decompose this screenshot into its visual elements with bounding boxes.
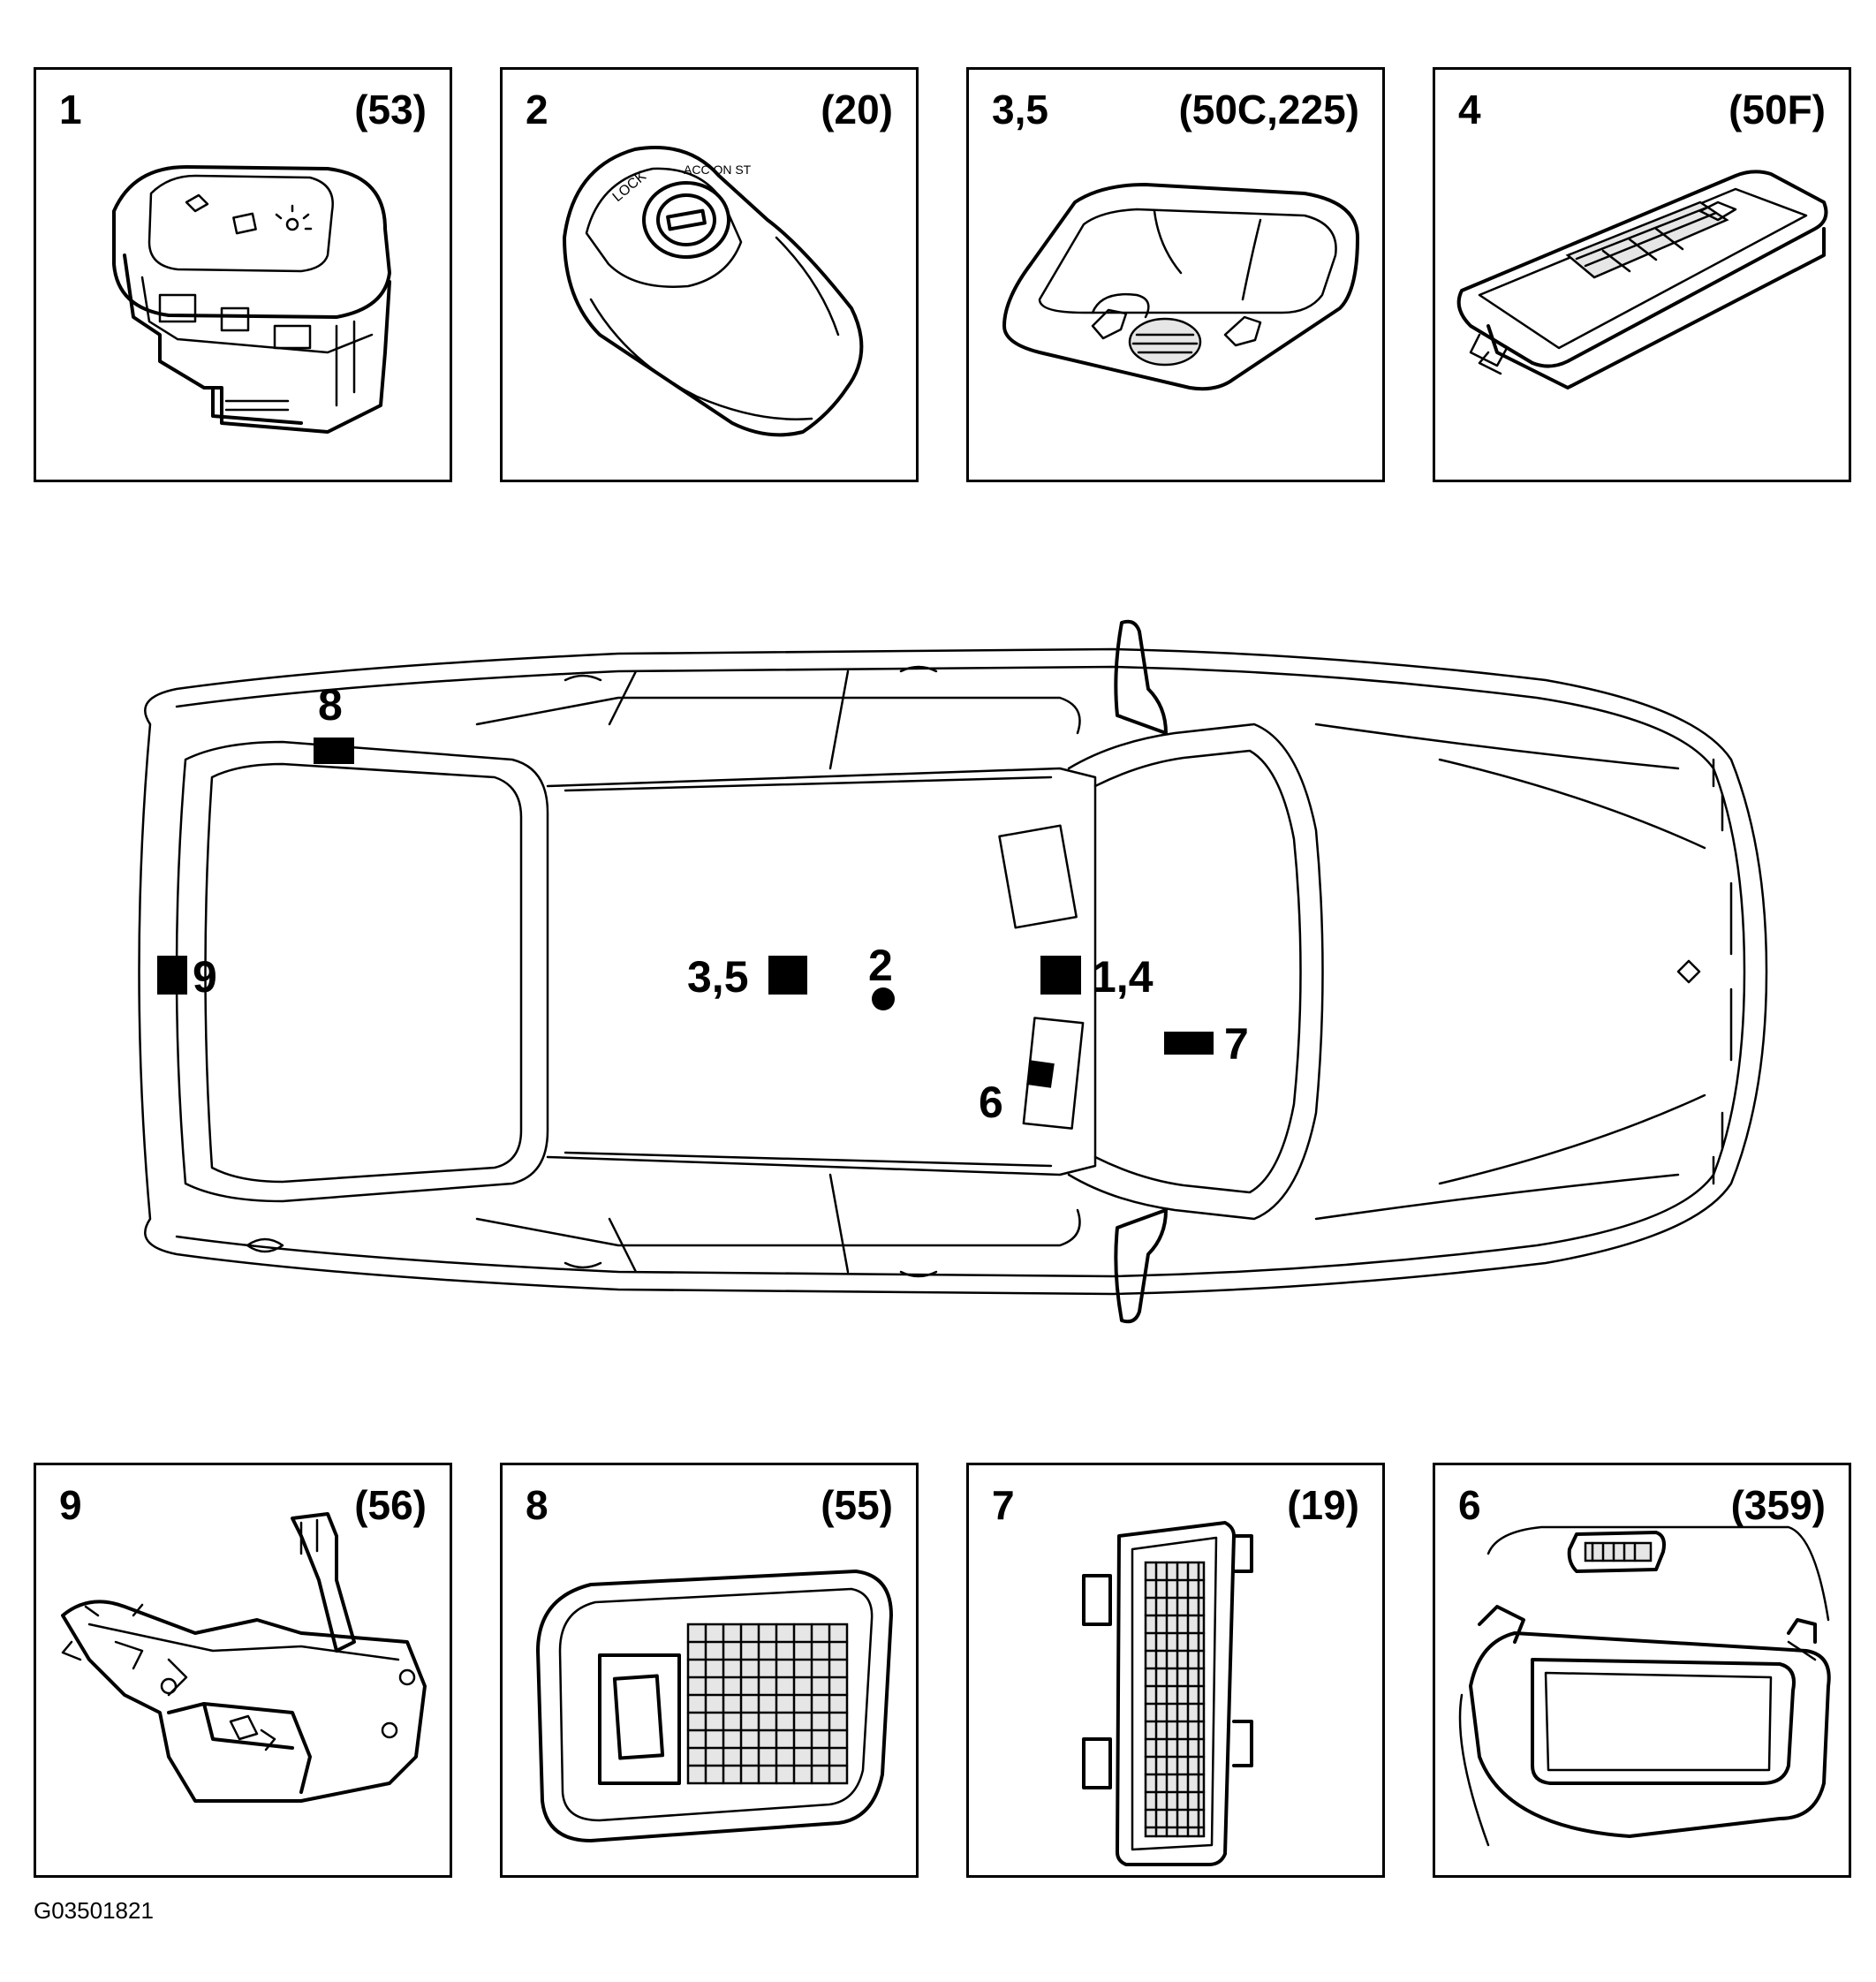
cargo-lamp-icon bbox=[536, 1570, 893, 1842]
component-panel-8: 8 (55) bbox=[500, 1463, 919, 1878]
marker-6 bbox=[1026, 1060, 1055, 1088]
marker-3-5 bbox=[768, 956, 807, 995]
component-panel-7: 7 (19) bbox=[966, 1463, 1385, 1878]
figure-code: G03501821 bbox=[34, 1897, 154, 1924]
component-panel-9: 9 (56) bbox=[34, 1463, 452, 1878]
panel-code: (19) bbox=[1287, 1482, 1359, 1528]
ignition-switch-icon: LOCK ACC ON ST bbox=[563, 146, 864, 437]
panel-number: 3,5 bbox=[992, 87, 1048, 132]
panel-code: (50F) bbox=[1728, 87, 1826, 132]
component-panel-2: 2 (20) LOCK ACC ON ST bbox=[500, 67, 919, 482]
component-panel-4: 4 (50F) bbox=[1433, 67, 1851, 482]
panel-code: (359) bbox=[1730, 1482, 1826, 1528]
panel-number: 4 bbox=[1458, 87, 1481, 132]
panel-number: 2 bbox=[526, 87, 548, 132]
marker-label-3-5: 3,5 bbox=[687, 952, 749, 1002]
marker-label-2: 2 bbox=[868, 941, 893, 990]
interior-lamp-icon bbox=[1456, 170, 1828, 390]
marker-label-6: 6 bbox=[979, 1078, 1003, 1127]
sun-visor-vanity-lamp-icon bbox=[1458, 1525, 1831, 1847]
marker-8 bbox=[314, 738, 354, 764]
panel-number: 8 bbox=[526, 1482, 548, 1528]
panel-number: 9 bbox=[59, 1482, 82, 1528]
overhead-console-icon bbox=[1002, 183, 1359, 391]
component-panel-1: 1 (53) bbox=[34, 67, 452, 482]
marker-7 bbox=[1164, 1032, 1214, 1055]
latch-module-icon bbox=[61, 1512, 427, 1803]
marker-2 bbox=[872, 987, 895, 1010]
component-panel-3: 3,5 (50C,225) bbox=[966, 67, 1385, 482]
marker-label-8: 8 bbox=[318, 680, 343, 730]
marker-9 bbox=[157, 956, 187, 995]
svg-text:ACC ON ST: ACC ON ST bbox=[684, 163, 752, 177]
courtesy-lamp-icon bbox=[1082, 1521, 1253, 1866]
marker-label-1-4: 1,4 bbox=[1092, 952, 1154, 1002]
panel-number: 1 bbox=[59, 87, 82, 132]
marker-label-7: 7 bbox=[1224, 1019, 1249, 1069]
panel-code: (53) bbox=[354, 87, 427, 132]
panel-code: (50C,225) bbox=[1178, 87, 1359, 132]
panel-code: (20) bbox=[821, 87, 893, 132]
panel-code: (55) bbox=[821, 1482, 893, 1528]
marker-1-4 bbox=[1040, 956, 1081, 995]
component-panel-6: 6 (359) bbox=[1433, 1463, 1851, 1878]
marker-label-9: 9 bbox=[193, 952, 217, 1002]
panel-code: (56) bbox=[354, 1482, 427, 1528]
panel-number: 6 bbox=[1458, 1482, 1481, 1528]
panel-number: 7 bbox=[992, 1482, 1015, 1528]
roof-control-switch-icon bbox=[112, 165, 391, 434]
